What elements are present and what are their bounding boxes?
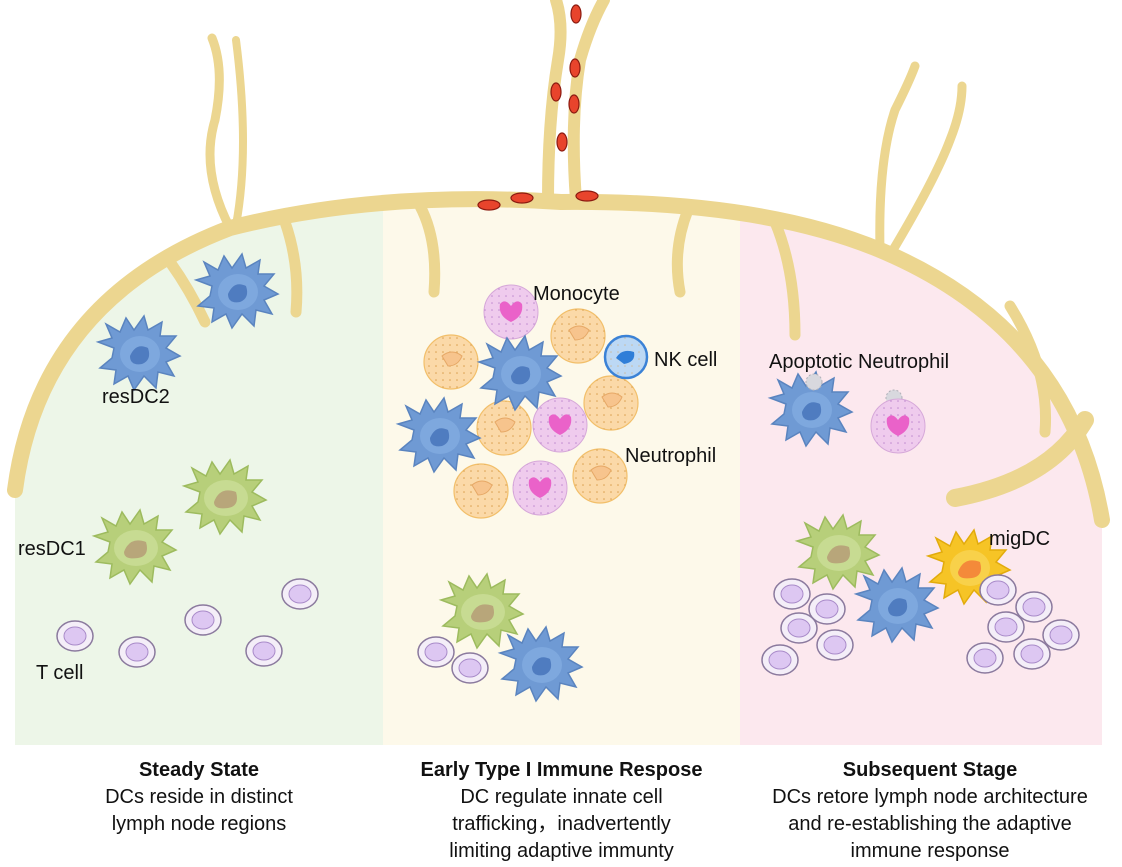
- t-cell: [979, 574, 1017, 606]
- t-cell: [1015, 591, 1053, 623]
- resdc2-label: resDC2: [102, 386, 170, 408]
- red-blood-cell: [510, 192, 534, 204]
- panel-title: Steady State: [138, 759, 260, 781]
- red-blood-cell: [570, 4, 582, 24]
- neutrophil-cell: [423, 334, 479, 390]
- trabecula: [946, 411, 1094, 507]
- t-cell: [808, 593, 846, 625]
- afferent-vessel: [205, 33, 235, 233]
- panel-description: DC regulate innate cell trafficking，inad…: [449, 786, 674, 862]
- apoptotic-neutrophil: [870, 398, 926, 454]
- trabecula: [279, 216, 303, 318]
- neutrophil-cell: [572, 448, 628, 504]
- dendritic-cell-blue: [476, 334, 563, 412]
- neutrophil-label: Neutrophil: [625, 445, 716, 467]
- trabecula: [769, 216, 801, 341]
- red-blood-cell: [568, 94, 580, 114]
- t-cell: [184, 604, 222, 636]
- t-cell: [1013, 638, 1051, 670]
- panel-description: DCs reside in distinct lymph node region…: [105, 786, 293, 835]
- red-blood-cell: [575, 190, 599, 202]
- monocyte-cell: [483, 284, 539, 340]
- dendritic-cell-blue: [497, 625, 584, 703]
- early-response-caption: Early Type I Immune Respose DC regulate …: [383, 757, 740, 865]
- t-cell: [761, 644, 799, 676]
- neutrophil-cell: [476, 400, 532, 456]
- nk-cell: [603, 334, 649, 380]
- subsequent-stage-caption: Subsequent Stage DCs retore lymph node a…: [740, 757, 1120, 865]
- dendritic-cell-blue: [395, 396, 482, 474]
- t-cell: [773, 578, 811, 610]
- t-cell: [987, 611, 1025, 643]
- efferent-vessel: [542, 0, 567, 206]
- efferent-vessel: [885, 81, 967, 260]
- red-blood-cell: [477, 199, 501, 211]
- trabecula: [1004, 300, 1052, 438]
- neutrophil-cell: [583, 375, 639, 431]
- resdc1-label: resDC1: [18, 538, 86, 560]
- red-blood-cell: [556, 132, 568, 152]
- red-blood-cells: [477, 4, 599, 211]
- monocyte-label: Monocyte: [533, 283, 620, 305]
- trabecula: [164, 256, 211, 328]
- subsequent-stage-cells: [761, 370, 1080, 676]
- apoptotic-neutrophil-label: Apoptotic Neutrophil: [769, 351, 949, 373]
- neutrophil-cell: [453, 463, 509, 519]
- red-blood-cell: [550, 82, 562, 102]
- trabecula: [414, 200, 441, 298]
- dendritic-cell-green: [438, 572, 525, 650]
- t-cell: [780, 612, 818, 644]
- afferent-vessel: [232, 36, 247, 229]
- t-cell: [56, 620, 94, 652]
- t-cell: [118, 636, 156, 668]
- nk-cell-label: NK cell: [654, 349, 717, 371]
- migdc-label: migDC: [989, 528, 1050, 550]
- panel-description: DCs retore lymph node architecture and r…: [772, 786, 1088, 862]
- t-cell: [281, 578, 319, 610]
- dendritic-cell-green: [91, 508, 178, 586]
- t-cell: [245, 635, 283, 667]
- t-cell: [816, 629, 854, 661]
- neutrophil-cell: [550, 308, 606, 364]
- apoptotic-dendritic-cell: [767, 370, 854, 448]
- efferent-vessel: [875, 61, 920, 255]
- t-cell: [1042, 619, 1080, 651]
- dendritic-cell-green: [794, 513, 881, 591]
- dendritic-cell-blue: [95, 314, 182, 392]
- dendritic-cell-green: [181, 458, 268, 536]
- monocyte-cell: [532, 397, 588, 453]
- red-blood-cell: [569, 58, 581, 78]
- t-cell: [417, 636, 455, 668]
- monocyte-cell: [512, 460, 568, 516]
- capsule: [7, 191, 1110, 528]
- t-cell: [451, 652, 489, 684]
- steady-state-caption: Steady State DCs reside in distinct lymp…: [15, 757, 383, 838]
- early-response-cells: [395, 284, 649, 703]
- dendritic-cell-blue: [193, 252, 280, 330]
- panel-title: Subsequent Stage: [842, 759, 1018, 781]
- panel-title: Early Type I Immune Respose: [420, 759, 703, 781]
- t-cell: [966, 642, 1004, 674]
- dendritic-cell-blue: [853, 566, 940, 644]
- steady-state-cells: [56, 252, 319, 668]
- trabecula: [671, 204, 694, 298]
- t-cell-label: T cell: [36, 662, 83, 684]
